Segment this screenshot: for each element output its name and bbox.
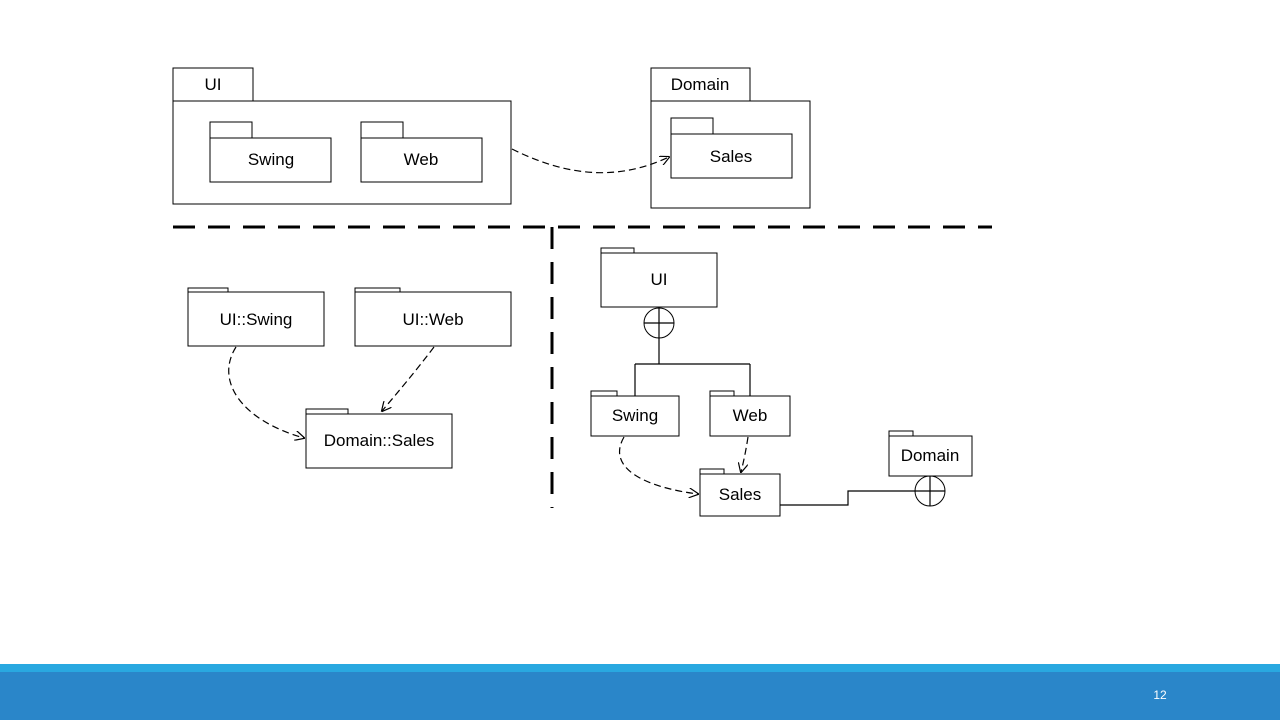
containment-line-domain-sales — [780, 490, 915, 506]
ui-package-container: UI — [600, 247, 718, 308]
domain-package-label: Domain — [671, 75, 730, 94]
ui-swing-package: UI::Swing — [187, 287, 325, 347]
containment-circle-domain — [914, 475, 946, 507]
dependency-arrow-web-to-sales — [741, 436, 749, 472]
domain-sales-package-label: Domain::Sales — [324, 431, 435, 450]
swing-package-contained: Swing — [590, 390, 680, 437]
slide-number: 12 — [1153, 688, 1167, 702]
domain-sales-package: Domain::Sales — [305, 408, 453, 469]
web-package-contained: Web — [709, 390, 791, 437]
ui-container-label: UI — [651, 270, 668, 289]
sales-package-label: Sales — [710, 147, 753, 166]
domain-container-label: Domain — [901, 446, 960, 465]
sales-contained-label: Sales — [719, 485, 762, 504]
web-package-label: Web — [404, 150, 439, 169]
domain-package-container: Domain — [888, 430, 973, 477]
ui-swing-package-label: UI::Swing — [220, 310, 293, 329]
dependency-arrow-swing-to-sales — [618, 436, 698, 494]
ui-web-package: UI::Web — [354, 287, 512, 347]
footer-bar — [0, 672, 1280, 720]
swing-contained-label: Swing — [612, 406, 658, 425]
dependency-arrow-ui-web-to-domain-sales — [382, 346, 435, 411]
web-package-nested: Web — [360, 121, 483, 183]
containment-circle-ui — [643, 307, 675, 339]
footer-accent-stripe — [0, 664, 1280, 672]
dependency-arrow-ui-swing-to-domain-sales — [228, 346, 304, 438]
swing-package-nested: Swing — [209, 121, 332, 183]
swing-package-label: Swing — [248, 150, 294, 169]
ui-package-label: UI — [205, 75, 222, 94]
dependency-arrow-ui-to-sales — [511, 148, 669, 174]
containment-lines-ui — [634, 338, 751, 396]
ui-web-package-label: UI::Web — [402, 310, 463, 329]
sales-package-contained: Sales — [699, 468, 781, 517]
web-contained-label: Web — [733, 406, 768, 425]
